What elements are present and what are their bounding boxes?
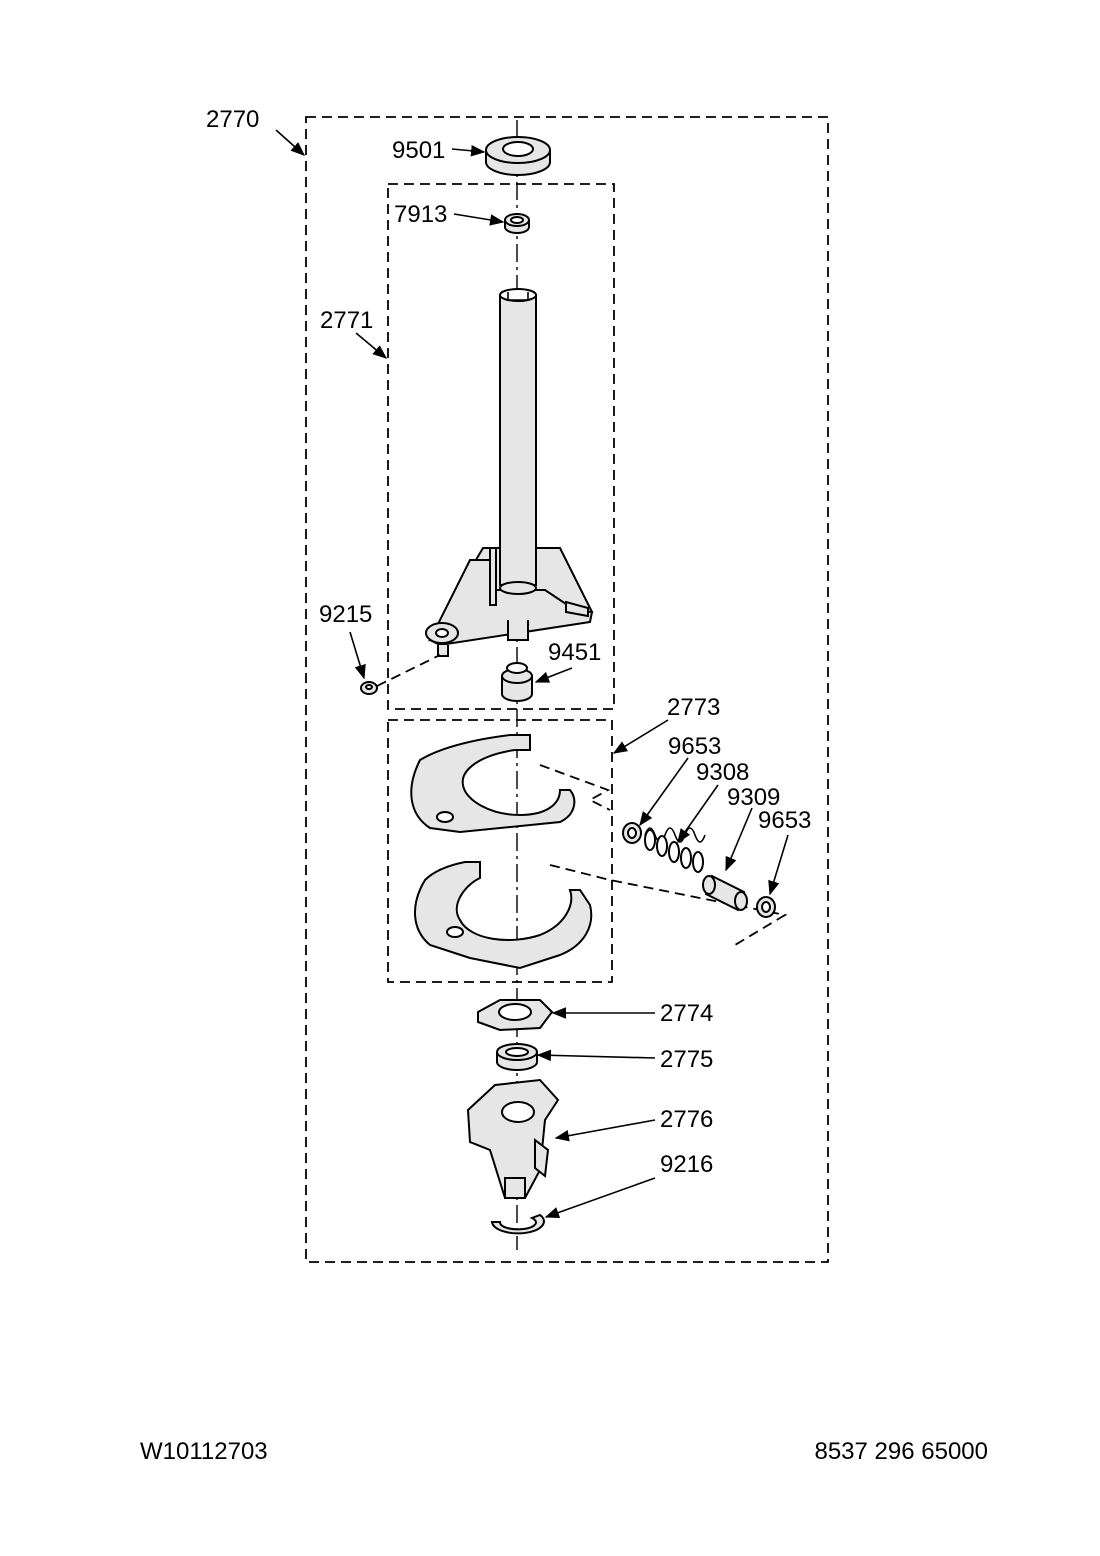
- assembly-2771-boundary: [387, 183, 615, 710]
- leader-2770: [275, 129, 306, 156]
- leader-9451: [534, 667, 573, 683]
- label-7913: 7913: [394, 201, 447, 228]
- label-2774: 2774: [660, 1000, 713, 1027]
- leader-7913: [453, 213, 505, 226]
- part-2776-bracket: [466, 1078, 560, 1199]
- leader-2773: [612, 719, 669, 754]
- label-9501: 9501: [392, 137, 445, 164]
- part-9501-seal: [485, 136, 551, 176]
- part-9653-washer-b: [756, 896, 776, 918]
- part-2773-upper-shoe: [410, 734, 576, 834]
- leader-2776: [554, 1119, 656, 1142]
- label-9653a: 9653: [668, 733, 721, 760]
- label-9216: 9216: [660, 1151, 713, 1178]
- part-9216-ring: [490, 1213, 545, 1235]
- label-2771: 2771: [320, 307, 373, 334]
- part-2773-lower-shoe: [413, 861, 593, 970]
- leader-9216: [544, 1177, 656, 1219]
- leader-9653a: [639, 757, 689, 827]
- label-2773: 2773: [667, 694, 720, 721]
- part-9653-washer-a: [622, 822, 642, 844]
- footer-part-code: 8537 296 65000: [814, 1438, 988, 1465]
- leader-9215: [349, 631, 366, 680]
- part-9451-bushing: [501, 662, 533, 702]
- leader-2775: [536, 1049, 656, 1062]
- part-7913-ring: [504, 213, 530, 234]
- label-9451: 9451: [548, 639, 601, 666]
- label-9308: 9308: [696, 759, 749, 786]
- leader-9309: [725, 807, 753, 872]
- leader-2771: [355, 332, 388, 359]
- assembly-2770-boundary: [305, 116, 829, 1263]
- leader-9308: [677, 784, 719, 844]
- label-9653b: 9653: [758, 807, 811, 834]
- label-9215: 9215: [319, 601, 372, 628]
- part-9308-spring: [644, 827, 706, 873]
- part-2771-shaft-assembly: [425, 288, 594, 657]
- label-2776: 2776: [660, 1106, 713, 1133]
- leader-9501: [451, 145, 486, 157]
- part-2775-ring: [496, 1043, 538, 1071]
- part-9309-pin: [702, 874, 748, 912]
- part-2774-plate: [477, 999, 554, 1032]
- leader-9653b: [768, 834, 789, 896]
- label-2775: 2775: [660, 1046, 713, 1073]
- label-2770: 2770: [206, 106, 259, 133]
- part-9215-clip: [360, 681, 378, 695]
- footer-document-number: W10112703: [140, 1438, 268, 1465]
- assembly-2773-boundary: [387, 719, 613, 983]
- label-9309: 9309: [727, 784, 780, 811]
